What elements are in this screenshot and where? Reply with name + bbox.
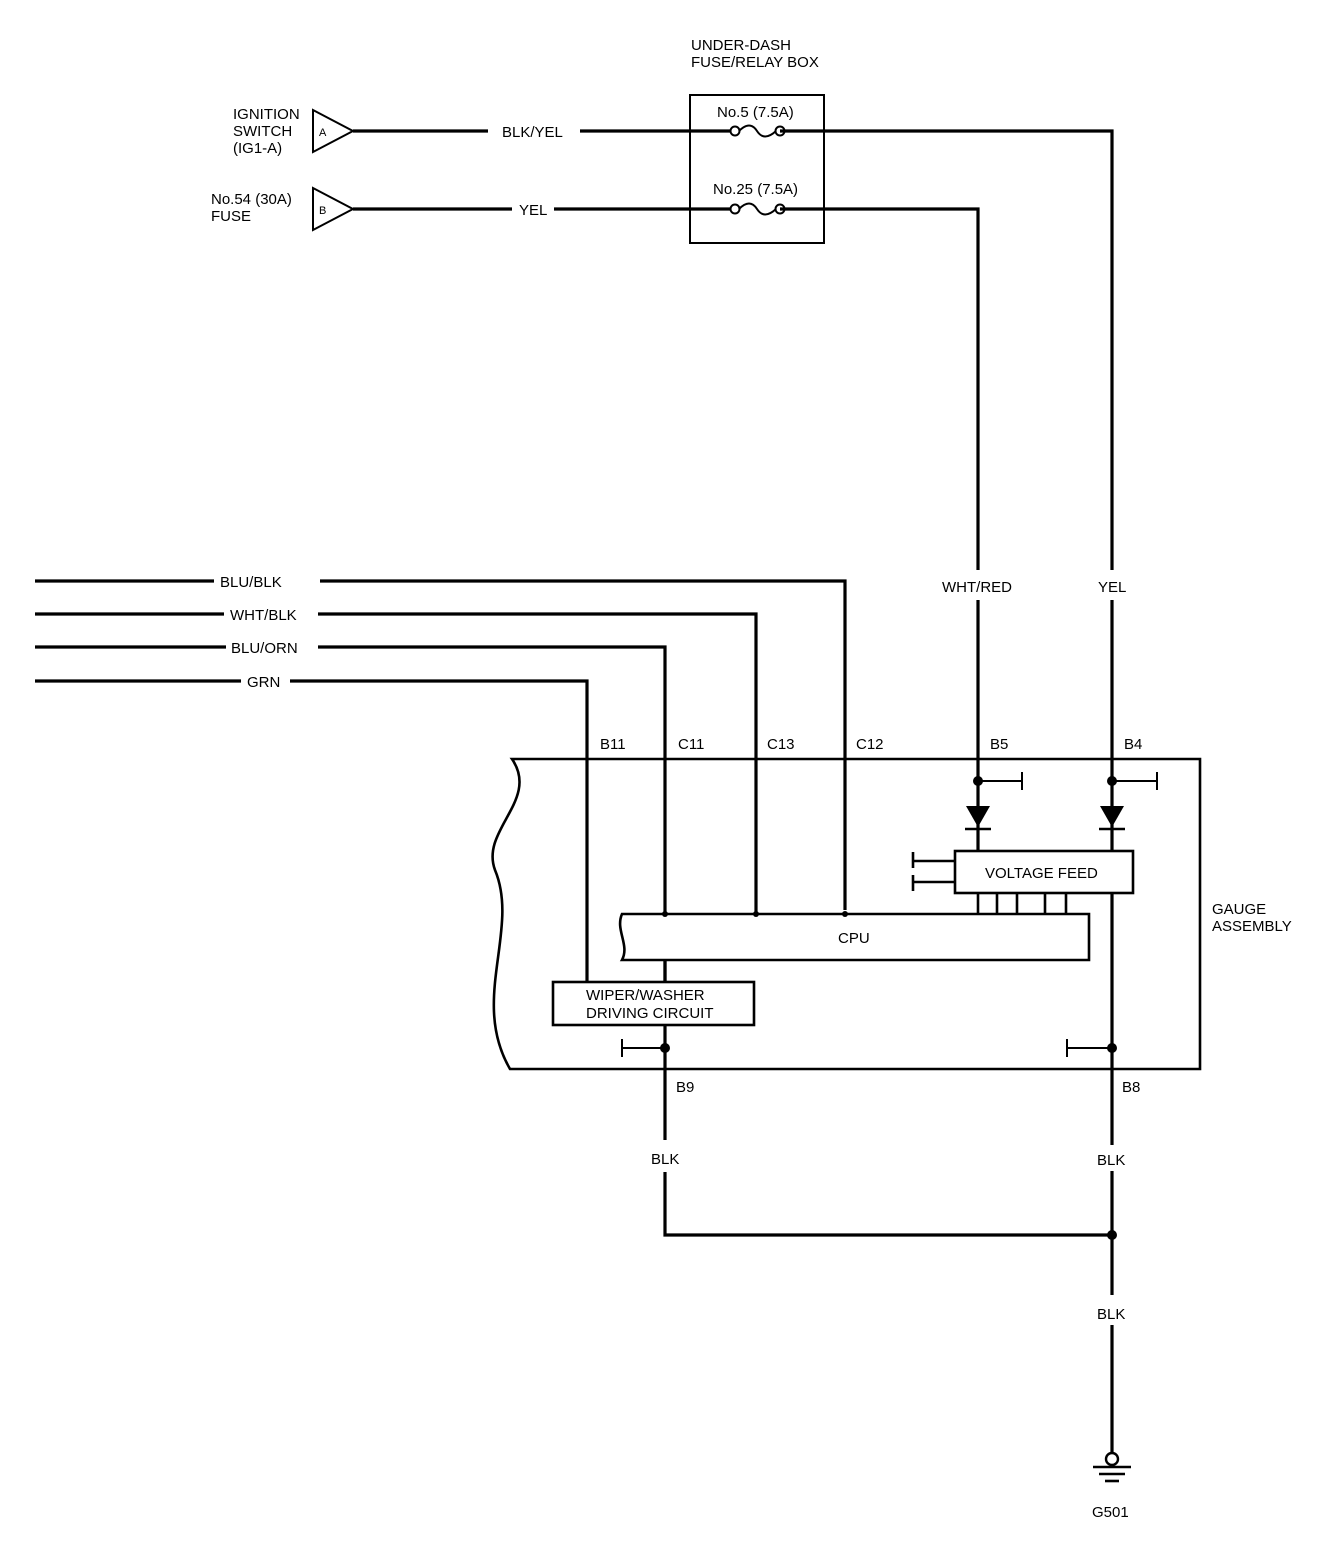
wire-label-yel-right: YEL	[1098, 579, 1126, 596]
fuse-no25-label: No.25 (7.5A)	[713, 181, 798, 198]
ground-splice-b8	[1066, 1039, 1117, 1057]
pin-b8: B8	[1122, 1079, 1140, 1096]
wire-blk-ground: BLK	[1097, 1230, 1125, 1453]
wire-blu-blk: BLU/BLK	[35, 574, 847, 910]
gauge-assembly-label-line2: ASSEMBLY	[1212, 918, 1292, 935]
source-b-label-line1: No.54 (30A)	[211, 191, 292, 208]
wire-blk-b8: BLK BLK	[1094, 1145, 1128, 1171]
diode-b5-icon	[966, 806, 990, 827]
pin-c12: C12	[856, 736, 884, 753]
wire-label-blk-yel: BLK/YEL	[502, 124, 563, 141]
source-a-label-line1: IGNITION	[233, 106, 300, 123]
source-b-connector: No.54 (30A) FUSE B	[211, 186, 356, 232]
gauge-assembly-outline: GAUGE ASSEMBLY	[491, 757, 1292, 1071]
fuse-no5: No.5 (7.5A)	[717, 104, 794, 138]
wire-label-grn: GRN	[247, 674, 280, 691]
fuse-box-title-line2: FUSE/RELAY BOX	[691, 54, 819, 71]
diode-b4-icon	[1100, 806, 1124, 827]
wiper-label-line1: WIPER/WASHER	[586, 987, 705, 1004]
voltage-feed-block: VOLTAGE FEED	[911, 849, 1135, 916]
source-b-letter: B	[319, 205, 326, 217]
wire-wht-blk: WHT/BLK	[35, 607, 758, 914]
wire-label-blk-ground: BLK	[1097, 1306, 1125, 1323]
wire-grn: GRN	[35, 674, 589, 982]
source-a-triangle-icon	[312, 108, 356, 154]
wire-yel-right: YEL	[780, 129, 1126, 1238]
source-b-label-line2: FUSE	[211, 208, 251, 225]
wiper-washer-circuit-block: WIPER/WASHER DRIVING CIRCUIT	[551, 960, 756, 1027]
pin-b5: B5	[990, 736, 1008, 753]
pin-b9: B9	[676, 1079, 694, 1096]
wire-blk-b9: BLK	[651, 1048, 1112, 1237]
source-a-connector: IGNITION SWITCH (IG1-A) A	[233, 106, 356, 157]
voltage-feed-label: VOLTAGE FEED	[985, 865, 1098, 882]
pin-b4: B4	[1124, 736, 1142, 753]
wire-yel-top: YEL	[353, 202, 735, 219]
wire-label-wht-blk: WHT/BLK	[230, 607, 297, 624]
ground-splice-b9	[621, 1039, 670, 1057]
wire-label-blu-blk: BLU/BLK	[220, 574, 282, 591]
pin-c11: C11	[678, 736, 704, 753]
fuse-box-title-line1: UNDER-DASH	[691, 37, 791, 54]
source-a-letter: A	[319, 127, 327, 139]
cpu-block: CPU	[618, 911, 1091, 962]
wire-label-yel-top: YEL	[519, 202, 547, 219]
pin-c13: C13	[767, 736, 795, 753]
fuse-no5-label: No.5 (7.5A)	[717, 104, 794, 121]
wire-label-blu-orn: BLU/ORN	[231, 640, 298, 657]
wire-label-wht-red: WHT/RED	[942, 579, 1012, 596]
pin-b11: B11	[600, 736, 626, 753]
wire-wht-red: WHT/RED	[780, 207, 1012, 830]
fuse-no5-icon	[738, 124, 777, 138]
source-a-label-line2: SWITCH	[233, 123, 292, 140]
wire-label-blk-b9: BLK	[651, 1151, 679, 1168]
source-b-triangle-icon	[312, 186, 356, 232]
cpu-label: CPU	[838, 930, 870, 947]
wire-blk-yel: BLK/YEL	[353, 124, 735, 141]
diode-b4	[1099, 772, 1158, 831]
ground-g501: G501	[1092, 1451, 1131, 1521]
fuse-relay-box: UNDER-DASH FUSE/RELAY BOX	[689, 37, 825, 244]
wire-label-blk-b8-text: BLK	[1097, 1152, 1125, 1169]
source-a-label-line3: (IG1-A)	[233, 140, 282, 157]
fuse-no25-icon	[738, 202, 777, 216]
fuse-no25: No.25 (7.5A)	[713, 181, 798, 216]
diode-b5	[965, 772, 1023, 851]
gauge-assembly-label-line1: GAUGE	[1212, 901, 1266, 918]
ground-label: G501	[1092, 1504, 1129, 1521]
wiper-label-line2: DRIVING CIRCUIT	[586, 1005, 714, 1022]
pin-labels: B11 C11 C13 C12 B5 B4 B9 B8	[600, 736, 1142, 1096]
